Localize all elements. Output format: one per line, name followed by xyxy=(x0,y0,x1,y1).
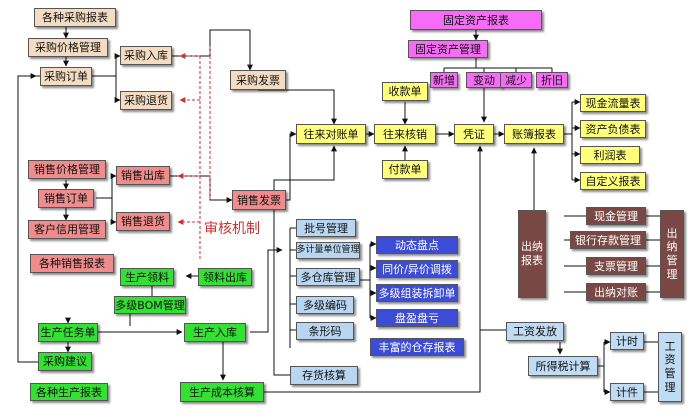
cash-flow-statement[interactable]: 现金流量表 xyxy=(580,94,646,112)
production-inbound[interactable]: 生产入库 xyxy=(184,323,246,342)
purchase-inbound[interactable]: 采购入库 xyxy=(120,46,172,65)
audit-mechanism-label: 审核机制 xyxy=(204,221,260,237)
sales-reports[interactable]: 各种销售报表 xyxy=(30,254,114,273)
customer-credit-management[interactable]: 客户信用管理 xyxy=(28,220,106,239)
piece-rate-pay[interactable]: 计件 xyxy=(610,383,644,401)
cash-management[interactable]: 现金管理 xyxy=(586,207,646,225)
batch-number-management[interactable]: 批号管理 xyxy=(296,219,356,237)
cashier-reconciliation[interactable]: 出纳对账 xyxy=(586,283,646,301)
sales-return[interactable]: 销售退货 xyxy=(116,212,170,231)
balance-sheet[interactable]: 资产负债表 xyxy=(580,120,646,138)
income-tax-calculation[interactable]: 所得税计算 xyxy=(528,356,598,376)
asset-reduce[interactable]: 减少 xyxy=(500,72,532,88)
warehouse-reports[interactable]: 丰富的仓存报表 xyxy=(370,338,464,356)
bank-deposit-management[interactable]: 银行存款管理 xyxy=(570,231,646,249)
ledger-reports[interactable]: 账簿报表 xyxy=(504,124,564,144)
cashier-reports[interactable]: 出纳报表 xyxy=(518,210,546,298)
multi-level-bom[interactable]: 多级BOM管理 xyxy=(114,296,186,314)
multi-unit-management[interactable]: 多计量单位管理 xyxy=(296,242,360,259)
production-material-request[interactable]: 生产领料 xyxy=(120,268,174,286)
production-reports[interactable]: 各种生产报表 xyxy=(30,383,108,401)
receivable-payable-statement[interactable]: 往来对账单 xyxy=(296,124,366,144)
purchase-order[interactable]: 采购订单 xyxy=(40,67,92,86)
dynamic-stock-count[interactable]: 动态盘点 xyxy=(376,236,458,254)
price-transfer[interactable]: 同价/异价调拨 xyxy=(376,260,458,278)
fixed-asset-management[interactable]: 固定资产管理 xyxy=(408,40,488,58)
time-based-pay[interactable]: 计时 xyxy=(610,332,644,350)
payroll-management[interactable]: 工资管理 xyxy=(658,332,682,402)
salary-issue[interactable]: 工资发放 xyxy=(506,322,564,341)
asset-add[interactable]: 新增 xyxy=(430,72,458,88)
barcode[interactable]: 条形码 xyxy=(296,322,354,340)
custom-reports[interactable]: 自定义报表 xyxy=(580,172,646,190)
receipt-voucher[interactable]: 收款单 xyxy=(382,82,428,101)
multi-warehouse-management[interactable]: 多仓库管理 xyxy=(296,268,360,286)
payment-voucher[interactable]: 付款单 xyxy=(382,160,428,179)
purchase-price-management[interactable]: 采购价格管理 xyxy=(28,38,108,57)
cashier-management[interactable]: 出纳管理 xyxy=(660,210,684,298)
material-outbound[interactable]: 领料出库 xyxy=(198,268,252,286)
sales-invoice[interactable]: 销售发票 xyxy=(232,190,286,210)
sales-price-management[interactable]: 销售价格管理 xyxy=(28,160,106,179)
receivable-payable-writeoff[interactable]: 往来核销 xyxy=(374,124,436,144)
assembly-disassembly[interactable]: 多级组装拆卸单 xyxy=(376,284,458,302)
purchase-invoice[interactable]: 采购发票 xyxy=(230,70,286,90)
sales-order[interactable]: 销售订单 xyxy=(38,189,94,208)
purchase-reports[interactable]: 各种采购报表 xyxy=(34,8,116,27)
inventory-valuation[interactable]: 存货核算 xyxy=(290,366,358,385)
multi-level-coding[interactable]: 多级编码 xyxy=(296,296,354,314)
stock-surplus-shortage[interactable]: 盘盈盘亏 xyxy=(376,309,458,327)
production-cost-accounting[interactable]: 生产成本核算 xyxy=(180,382,264,402)
asset-change[interactable]: 变动 xyxy=(466,72,502,88)
purchase-suggestion[interactable]: 采购建议 xyxy=(38,352,92,371)
sales-outbound[interactable]: 销售出库 xyxy=(116,166,170,185)
asset-depreciation[interactable]: 折旧 xyxy=(536,72,568,88)
cheque-management[interactable]: 支票管理 xyxy=(586,257,646,275)
income-statement[interactable]: 利润表 xyxy=(580,146,640,164)
fixed-asset-reports[interactable]: 固定资产报表 xyxy=(410,10,542,30)
accounting-voucher[interactable]: 凭证 xyxy=(454,124,494,144)
purchase-return[interactable]: 采购退货 xyxy=(120,91,172,110)
production-task-order[interactable]: 生产任务单 xyxy=(38,323,98,342)
